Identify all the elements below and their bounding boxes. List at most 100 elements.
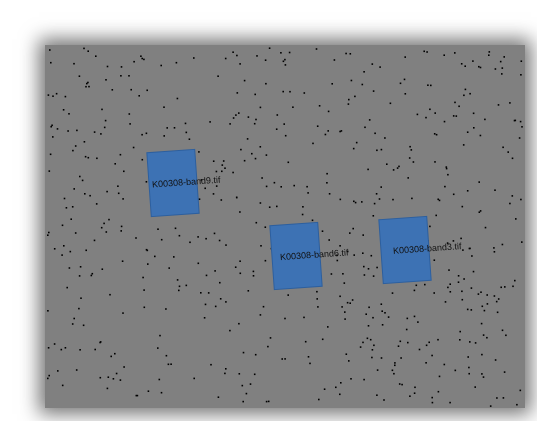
map-point <box>499 60 502 63</box>
map-point <box>247 290 250 292</box>
map-point <box>381 324 384 326</box>
map-point <box>135 394 138 397</box>
map-point <box>141 57 143 60</box>
map-point <box>140 55 142 57</box>
map-point <box>52 95 54 97</box>
tile-footprint[interactable] <box>378 215 432 285</box>
map-point <box>496 397 498 399</box>
map-point <box>345 353 348 355</box>
raster-tile-band6[interactable]: K00308-band6.tif <box>269 220 351 291</box>
map-point <box>368 306 370 309</box>
map-point <box>221 170 223 173</box>
map-point <box>256 55 258 57</box>
map-point <box>482 376 485 378</box>
map-point <box>376 149 378 152</box>
map-point <box>251 152 253 155</box>
map-point <box>236 92 239 94</box>
map-point <box>457 275 460 277</box>
map-point <box>501 243 504 246</box>
map-point <box>448 269 450 271</box>
map-point <box>276 205 278 208</box>
map-point <box>398 383 401 385</box>
map-point <box>210 363 212 366</box>
map-point <box>225 301 227 303</box>
map-point <box>95 203 98 205</box>
map-point <box>143 58 145 61</box>
map-point <box>489 405 492 407</box>
map-point <box>326 172 328 175</box>
map-point <box>239 211 241 213</box>
map-point <box>119 379 122 381</box>
map-point <box>452 240 455 242</box>
map-point <box>340 382 342 384</box>
map-point <box>135 237 137 239</box>
map-point <box>78 75 81 77</box>
map-point <box>160 238 163 241</box>
map-canvas[interactable]: K00308-band9.tif K00308-band6.tif K00308… <box>45 45 525 408</box>
raster-tile-band3[interactable]: K00308-band3.tif <box>378 214 464 285</box>
map-point <box>260 245 262 247</box>
map-point <box>435 214 437 217</box>
map-point <box>481 373 483 375</box>
map-point <box>99 376 102 379</box>
map-point <box>392 198 394 201</box>
map-point <box>200 179 203 181</box>
map-point <box>474 386 476 388</box>
map-point <box>74 232 77 234</box>
map-point <box>284 134 287 137</box>
map-point <box>481 353 483 356</box>
map-point <box>463 94 465 97</box>
map-point <box>367 325 370 327</box>
map-point <box>376 266 378 269</box>
tile-footprint[interactable] <box>146 148 200 218</box>
map-point <box>349 53 352 55</box>
map-point <box>318 398 320 401</box>
map-point <box>120 230 122 232</box>
map-point <box>107 376 110 378</box>
map-point <box>265 400 268 403</box>
map-point <box>189 241 191 244</box>
map-point <box>232 171 234 174</box>
map-point <box>452 115 455 117</box>
map-point <box>366 337 369 340</box>
map-point <box>505 334 507 337</box>
map-point <box>438 375 441 378</box>
map-point <box>120 225 123 228</box>
map-svg[interactable]: K00308-band9.tif K00308-band6.tif K00308… <box>45 45 525 408</box>
tile-footprint[interactable] <box>269 221 323 291</box>
map-point <box>375 193 378 195</box>
map-point <box>117 185 119 187</box>
map-point <box>504 286 506 288</box>
map-point <box>454 369 457 372</box>
map-point <box>114 163 116 165</box>
map-point <box>173 256 175 258</box>
map-point <box>73 317 75 320</box>
map-point <box>435 133 438 136</box>
map-point <box>218 239 221 242</box>
map-point <box>469 341 471 343</box>
map-point <box>443 120 446 123</box>
map-point <box>316 298 318 300</box>
map-point <box>346 250 349 253</box>
map-point <box>501 329 504 332</box>
map-point <box>494 68 497 70</box>
raster-tile-band9[interactable]: K00308-band9.tif <box>146 148 223 218</box>
map-point <box>261 177 263 179</box>
map-point <box>518 137 521 139</box>
map-point <box>434 112 436 114</box>
map-point <box>254 93 256 96</box>
map-point <box>112 378 115 380</box>
map-point <box>511 195 514 197</box>
map-point <box>170 363 172 365</box>
map-point <box>273 181 276 184</box>
map-point <box>67 130 69 132</box>
map-point <box>394 364 396 367</box>
map-point <box>409 395 411 397</box>
map-point <box>280 186 282 188</box>
map-point <box>309 362 311 365</box>
map-point <box>343 282 346 284</box>
map-point <box>265 82 267 85</box>
map-point <box>75 369 78 371</box>
map-point <box>312 142 314 145</box>
map-point <box>412 161 415 163</box>
